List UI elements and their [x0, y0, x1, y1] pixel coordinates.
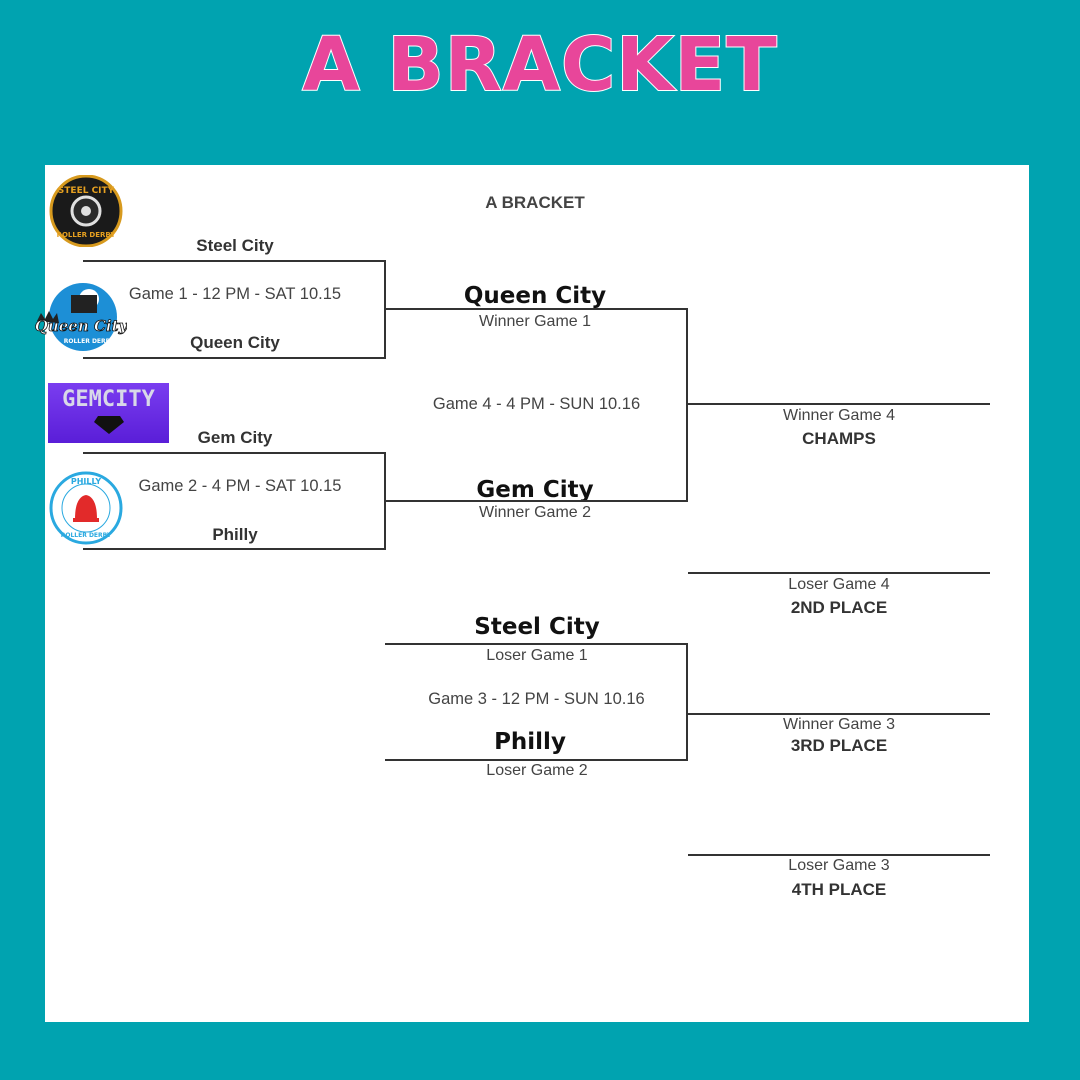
bracket-title: A BRACKET [485, 193, 585, 212]
game2-top-line [83, 452, 385, 454]
queen-city-logo: Queen City ROLLER DERBY [34, 283, 127, 351]
queen-city-logo-text: Queen City [35, 317, 127, 335]
game4-bottom-line [385, 500, 688, 502]
third-place-sub: Winner Game 3 [782, 716, 896, 733]
second-place-sub: Loser Game 4 [788, 576, 890, 593]
philly-logo-text-bottom: ROLLER DERBY [61, 532, 112, 539]
fourth-place-sub: Loser Game 3 [788, 857, 890, 874]
philly-logo: PHILLY ROLLER DERBY [49, 471, 123, 545]
game1-team-bottom: Queen City [190, 333, 280, 352]
third-place-label: 3RD PLACE [790, 736, 888, 755]
steel-city-logo-text-top: STEEL CITY [58, 186, 115, 196]
game3-connector [686, 643, 688, 761]
game2-team-top: Gem City [197, 428, 273, 447]
game3-top-line [385, 643, 688, 645]
steel-city-logo: STEEL CITY ROLLER DERBY [49, 175, 123, 247]
game4-label: Game 4 - 4 PM - SUN 10.16 [432, 395, 641, 413]
page-title: A BRACKET [301, 21, 778, 109]
game4-bottom-team: Gem City [476, 477, 594, 503]
game3-bottom-team: Philly [494, 729, 566, 755]
game4-top-team: Queen City [463, 283, 607, 309]
second-place-line [688, 572, 990, 574]
third-place-line [688, 713, 990, 715]
game3-top-team: Steel City [474, 614, 600, 640]
game4-bottom-sub: Winner Game 2 [478, 504, 592, 521]
champs-sub: Winner Game 4 [782, 407, 896, 424]
game4-top-sub: Winner Game 1 [478, 313, 592, 330]
fourth-place-line [688, 854, 990, 856]
queen-city-logo-sub: ROLLER DERBY [64, 338, 115, 345]
philly-logo-text-top: PHILLY [71, 477, 101, 486]
bracket-panel: A BRACKET STEEL CITY ROLLER DERBY Queen … [34, 165, 1029, 1022]
game3-bottom-sub: Loser Game 2 [486, 762, 588, 779]
game1-label: Game 1 - 12 PM - SAT 10.15 [128, 285, 342, 303]
fourth-place-label: 4TH PLACE [791, 880, 887, 899]
game4-connector [686, 308, 688, 502]
gem-city-logo-text: GEMCITY [62, 387, 155, 412]
gem-city-logo: GEMCITY [48, 383, 169, 443]
game2-team-bottom: Philly [212, 525, 258, 544]
game1-bottom-line [83, 357, 385, 359]
game2-bottom-line [83, 548, 385, 550]
champs-place: CHAMPS [802, 429, 876, 448]
game3-label: Game 3 - 12 PM - SUN 10.16 [428, 690, 645, 708]
game1-team-top: Steel City [196, 236, 274, 255]
game2-label: Game 2 - 4 PM - SAT 10.15 [138, 477, 342, 495]
game3-top-sub: Loser Game 1 [486, 647, 588, 664]
diamond-icon [93, 416, 124, 434]
steel-city-logo-text-bottom: ROLLER DERBY [57, 231, 117, 239]
game4-top-line [385, 308, 688, 310]
champs-line [688, 403, 990, 405]
game3-bottom-line [385, 759, 688, 761]
game1-top-line [83, 260, 385, 262]
second-place-label: 2ND PLACE [790, 598, 888, 617]
